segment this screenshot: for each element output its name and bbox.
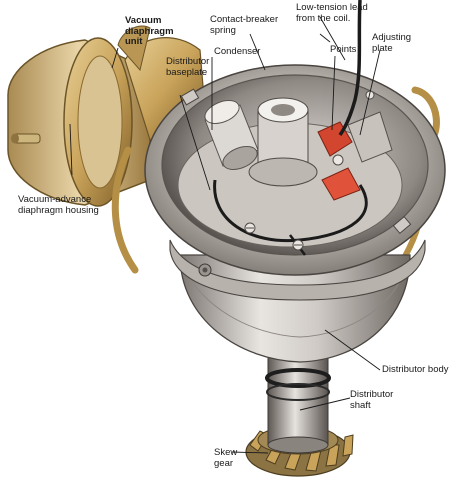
cam bbox=[248, 97, 318, 187]
label-points: Points bbox=[330, 44, 357, 55]
label-vacuum-advance-housing: Vacuum-advance diaphragm housing bbox=[18, 194, 99, 216]
low-tension-lead bbox=[338, 0, 362, 137]
shaft-o-ring bbox=[265, 368, 331, 388]
label-distributor-baseplate: Distributor baseplate bbox=[166, 56, 210, 78]
label-condenser: Condenser bbox=[214, 46, 261, 57]
label-distributor-shaft: Distributor shaft bbox=[350, 389, 394, 411]
clamp-strip-left bbox=[111, 146, 139, 274]
label-distributor-body: Distributor body bbox=[382, 364, 449, 375]
label-low-tension-lead: Low-tension lead from the coil. bbox=[296, 2, 368, 24]
label-contact-breaker-spring: Contact-breaker spring bbox=[210, 14, 279, 36]
label-adjusting-plate: Adjusting plate bbox=[372, 32, 412, 54]
leader-lines bbox=[69, 16, 381, 454]
vacuum-diaphragm-housing bbox=[7, 37, 151, 207]
label-skew-gear: Skew gear bbox=[214, 447, 238, 469]
adjusting-plate bbox=[347, 111, 393, 163]
distributor-body bbox=[169, 239, 426, 363]
label-vacuum-diaphragm-unit: Vacuum diaphragm unit bbox=[125, 15, 174, 47]
